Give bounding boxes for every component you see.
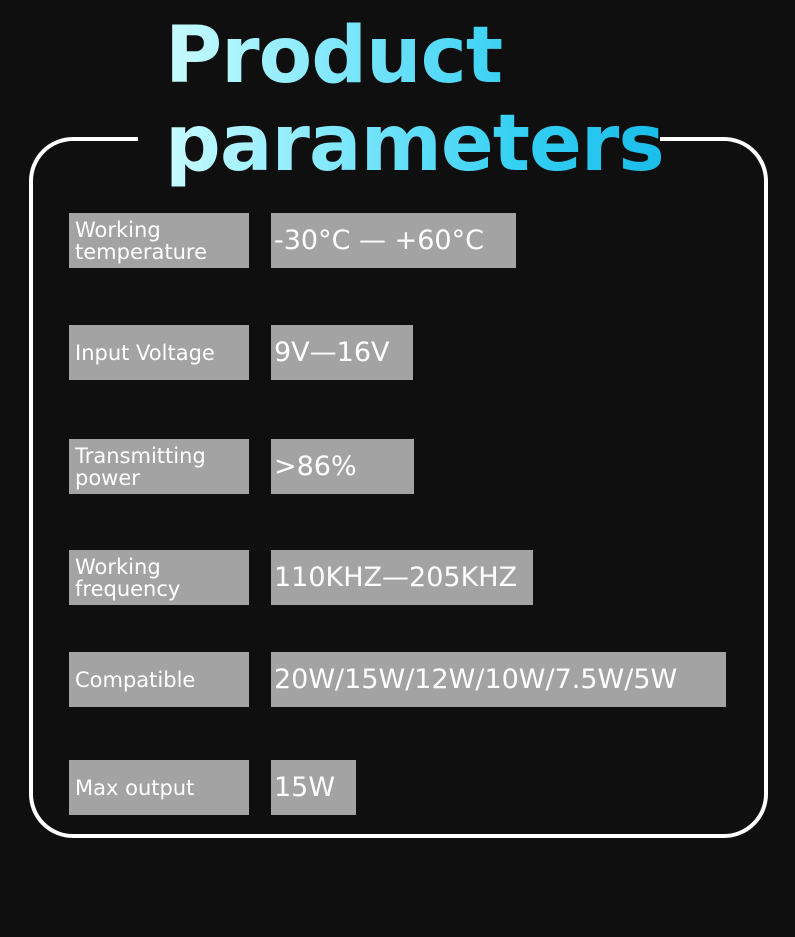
param-value-max-output: 15W — [271, 760, 356, 815]
param-value-working-temperature: -30°C — +60°C — [271, 213, 516, 268]
param-value-working-frequency: 110KHZ—205KHZ — [271, 550, 533, 605]
param-label-max-output: Max output — [69, 760, 249, 815]
page-title: Product parameters — [165, 12, 665, 188]
param-label-working-frequency: Working frequency — [69, 550, 249, 605]
param-label-working-temperature: Working temperature — [69, 213, 249, 268]
param-value-transmitting-power: >86% — [271, 439, 414, 494]
param-value-input-voltage: 9V—16V — [271, 325, 413, 380]
param-label-compatible: Compatible — [69, 652, 249, 707]
title-backdrop — [138, 120, 660, 170]
param-value-compatible: 20W/15W/12W/10W/7.5W/5W — [271, 652, 726, 707]
title-line-1: Product — [165, 11, 503, 101]
title-line-2: parameters — [165, 99, 664, 189]
param-label-transmitting-power: Transmitting power — [69, 439, 249, 494]
param-label-input-voltage: Input Voltage — [69, 325, 249, 380]
